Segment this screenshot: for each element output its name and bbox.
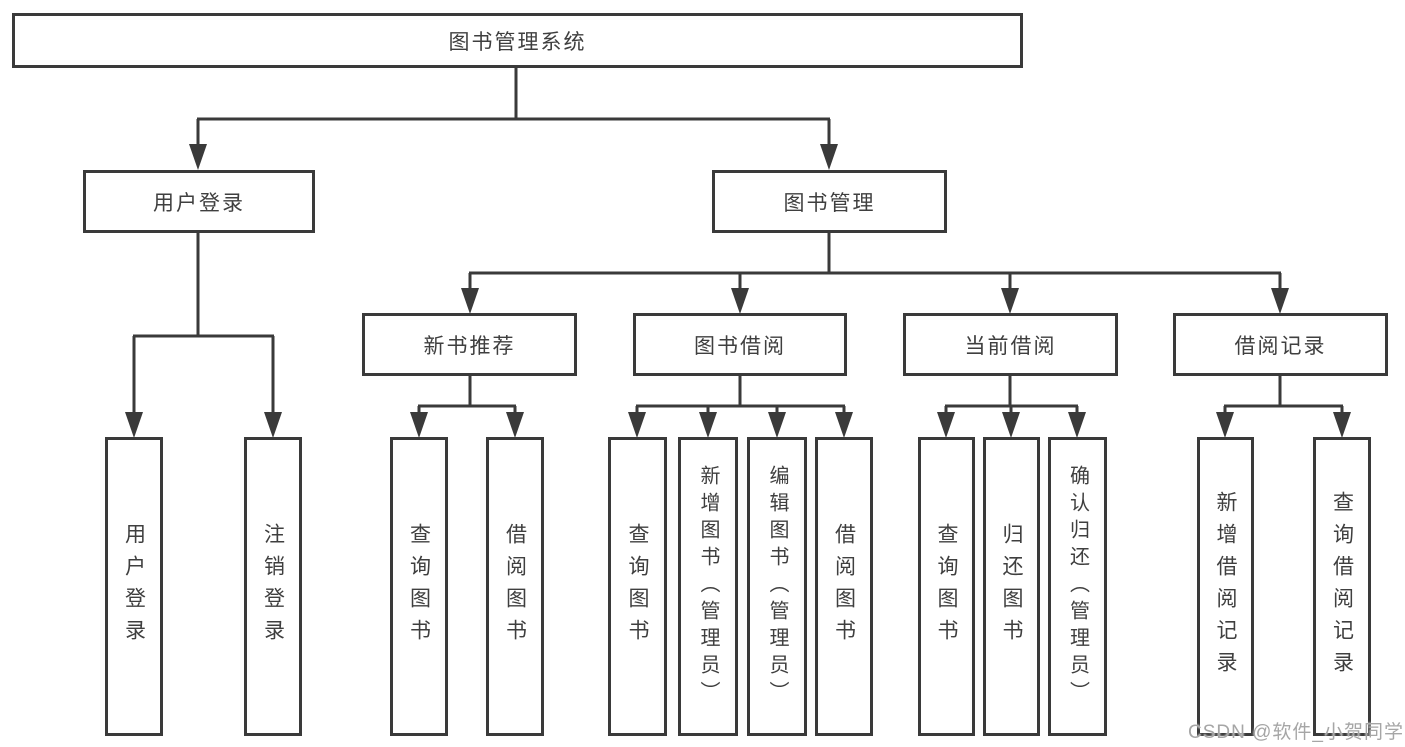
node-root: 图书管理系统	[12, 13, 1023, 68]
leaf-label: 新增借阅记录	[1214, 490, 1237, 683]
leaf-label: 查询借阅记录	[1330, 490, 1354, 683]
node-book-management: 图书管理	[712, 170, 947, 233]
leaf-label: 借阅图书	[832, 522, 856, 651]
node-current-borrowing: 当前借阅	[903, 313, 1118, 376]
leaf-return-books: 归还图书	[983, 437, 1040, 736]
node-book-borrowing: 图书借阅	[633, 313, 847, 376]
leaf-query-borrow-record: 查询借阅记录	[1313, 437, 1371, 736]
leaf-label: 查询图书	[407, 522, 431, 651]
leaf-query-books-current: 查询图书	[918, 437, 975, 736]
node-new-book-recommend: 新书推荐	[362, 313, 577, 376]
leaf-edit-book-admin: 编辑图书（管理员）	[747, 437, 807, 736]
leaf-label: 注销登录	[261, 522, 285, 651]
leaf-confirm-return-admin: 确认归还（管理员）	[1048, 437, 1107, 736]
leaf-add-book-admin: 新增图书（管理员）	[678, 437, 738, 736]
node-user-login: 用户登录	[83, 170, 315, 233]
leaf-label: 归还图书	[1000, 522, 1023, 651]
leaf-label: 查询图书	[935, 522, 958, 651]
leaf-query-books-recommend: 查询图书	[390, 437, 448, 736]
leaf-user-login: 用户登录	[105, 437, 163, 736]
leaf-add-borrow-record: 新增借阅记录	[1197, 437, 1254, 736]
leaf-label: 确认归还（管理员）	[1066, 465, 1089, 708]
leaf-label: 查询图书	[626, 522, 649, 651]
leaf-borrow-books-borrowing: 借阅图书	[815, 437, 873, 736]
csdn-watermark: CSDN @软件_小贺同学	[1188, 722, 1404, 743]
leaf-label: 用户登录	[122, 522, 146, 651]
leaf-query-books-borrowing: 查询图书	[608, 437, 667, 736]
leaf-label: 借阅图书	[503, 522, 527, 651]
leaf-label: 编辑图书（管理员）	[766, 465, 788, 708]
leaf-logout: 注销登录	[244, 437, 302, 736]
leaf-label: 新增图书（管理员）	[697, 465, 719, 708]
node-borrowing-records: 借阅记录	[1173, 313, 1388, 376]
leaf-borrow-books-recommend: 借阅图书	[486, 437, 544, 736]
